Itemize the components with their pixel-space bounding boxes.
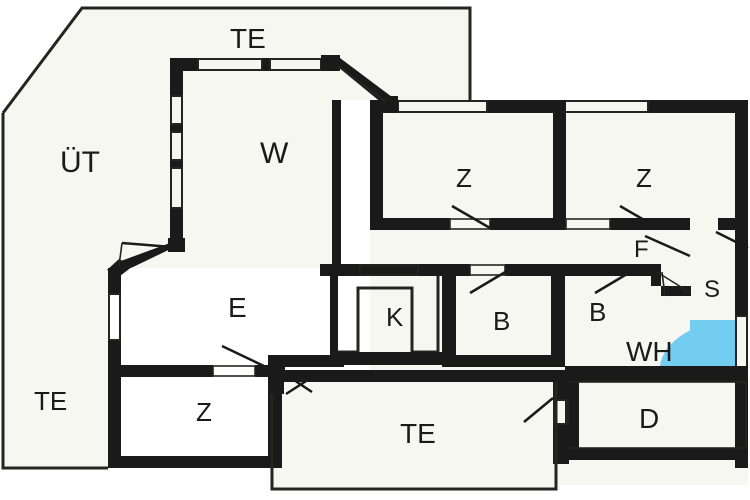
- room-label-z-top-right: Z: [636, 163, 652, 193]
- room-label-ut: ÜT: [60, 146, 100, 179]
- room-label-wh: WH: [626, 336, 673, 367]
- room-label-b-right: B: [589, 297, 607, 327]
- whirlpool-tub: [660, 320, 735, 366]
- room-label-te-top: TE: [230, 23, 266, 54]
- room-label-te-bottom: TE: [400, 418, 436, 449]
- room-label-e: E: [228, 292, 247, 323]
- room-label-f: F: [634, 236, 649, 263]
- room-label-z-bottom: Z: [196, 397, 212, 427]
- room-label-s: S: [704, 276, 721, 303]
- walls: [107, 55, 749, 491]
- room-label-b-left: B: [493, 306, 511, 336]
- room-label-d: D: [639, 403, 660, 434]
- room-label-k: K: [386, 302, 404, 332]
- room-label-te-left: TE: [34, 386, 68, 416]
- room-label-w: W: [260, 137, 289, 170]
- room-label-z-top-left: Z: [456, 163, 472, 193]
